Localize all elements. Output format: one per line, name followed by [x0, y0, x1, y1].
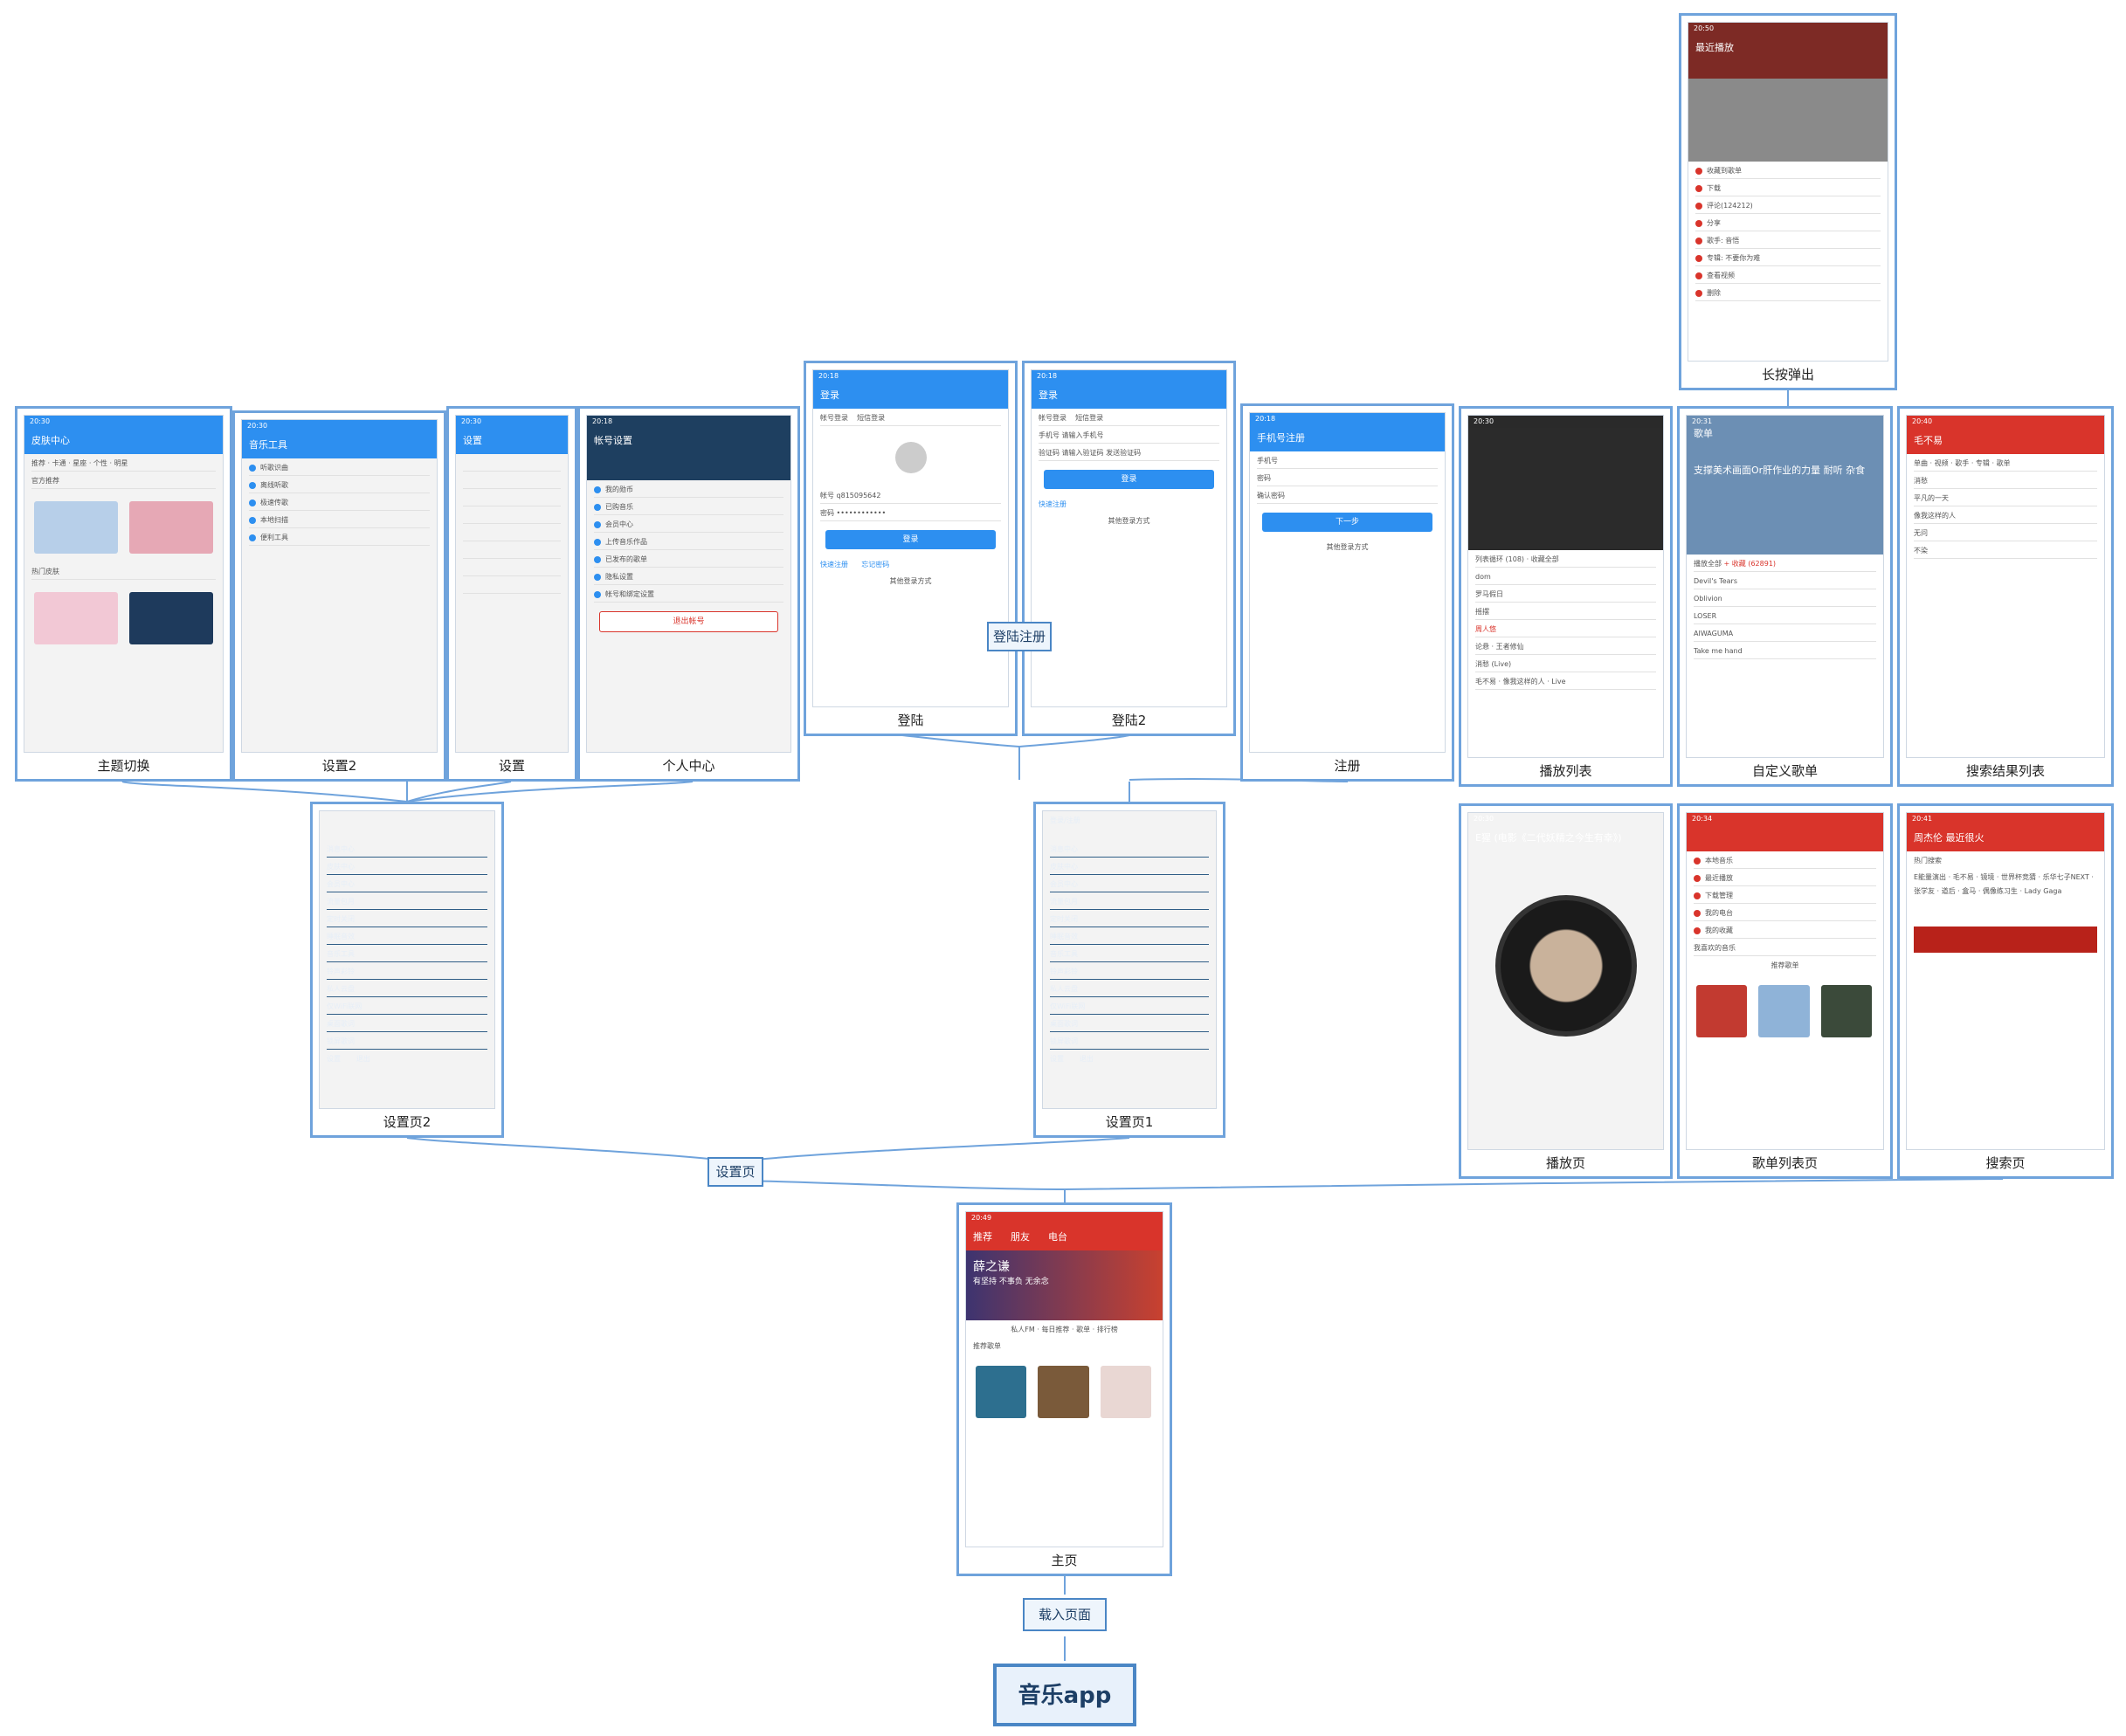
screen-home: 20:49 推荐 朋友 电台 薛之谦 有坚持 不事负 无余念 私人FM · 每日… — [956, 1202, 1172, 1576]
tools-header: 音乐工具 — [242, 432, 437, 458]
screen-playlist: 20:30 列表循环 (108) · 收藏全部 dom 罗马假日 摇摆 周人悠 … — [1459, 406, 1673, 787]
screen-settings-page1: 登录/注册 消息中心 皮肤中心 会员中心 流量包月 定时关闭 睡眠音效 音乐工具… — [1033, 802, 1225, 1138]
avatar — [894, 442, 927, 473]
caption-login2: 登陆2 — [1111, 713, 1147, 728]
screen-settings2: 20:30 音乐工具 听歌识曲 离线听歌 极速传歌 本地扫描 便利工具 设置2 — [232, 410, 446, 782]
screen-search-results: 20:40 毛不易 单曲 · 视频 · 歌手 · 专辑 · 歌单 消愁 平凡的一… — [1897, 406, 2114, 787]
node-settings: 设置页 — [708, 1157, 763, 1187]
screen-songlist: 20:34 本地音乐 最近播放 下载管理 我的电台 我的收藏 我喜欢的音乐 推荐… — [1677, 803, 1893, 1179]
ad-banner[interactable] — [1914, 927, 2097, 953]
caption-settings-page1: 设置页1 — [1105, 1114, 1154, 1130]
theme-hot: 热门皮肤 — [31, 565, 216, 581]
logout-button[interactable]: 退出帐号 — [599, 611, 778, 632]
caption-profile: 个人中心 — [662, 758, 715, 774]
skin-tile[interactable] — [33, 500, 118, 554]
screen-login2: 20:18 登录 帐号登录 短信登录 手机号 请输入手机号 验证码 请输入验证码… — [1022, 361, 1236, 736]
screen-player: 20:30 E猩 (电影《二代妖精之今生有幸》) 播放页 — [1459, 803, 1673, 1179]
login-tabs[interactable]: 帐号登录 短信登录 — [820, 411, 1001, 426]
caption-theme: 主题切换 — [97, 758, 150, 774]
caption-register: 注册 — [1334, 758, 1361, 774]
caption-search-results: 搜索结果列表 — [1965, 763, 2045, 779]
caption-player: 播放页 — [1545, 1155, 1585, 1171]
screen-register: 20:18 手机号注册 手机号 密码 确认密码 下一步 其他登录方式 注册 — [1240, 403, 1454, 782]
node-login-register: 登陆注册 — [987, 622, 1052, 651]
tool-item[interactable]: 便利工具 — [249, 531, 430, 546]
settings-header: 设置 — [456, 428, 568, 454]
caption-login: 登陆 — [897, 713, 924, 728]
screen-settings-page2: 消息中心 皮肤中心 会员中心 流量包月 定时关闭 睡眠音效 音乐工具 铃声彩铃 … — [310, 802, 504, 1138]
profile-header: 帐号设置 — [587, 428, 790, 480]
screen-login: 20:18 登录 帐号登录 短信登录 帐号 q815095642 密码 ••••… — [804, 361, 1018, 736]
screen-search: 20:41 周杰伦 最近很火 热门搜索 E能量演出 · 毛不易 · 镜境 · 世… — [1897, 803, 2114, 1179]
connector-home-settings — [735, 1180, 1066, 1190]
node-loading: 载入页面 — [1023, 1598, 1107, 1631]
caption-search: 搜索页 — [1985, 1155, 2026, 1171]
code-field[interactable]: 验证码 请输入验证码 发送验证码 — [1039, 446, 1219, 461]
screen-settings: 20:30 设置 设置 — [446, 406, 577, 782]
tool-item[interactable]: 听歌识曲 — [249, 461, 430, 476]
caption-settings2: 设置2 — [321, 758, 357, 774]
caption-songlist: 歌单列表页 — [1751, 1155, 1818, 1171]
theme-header: 皮肤中心 — [24, 428, 223, 454]
caption-home: 主页 — [1051, 1553, 1078, 1568]
connector-home-right — [1064, 1178, 2004, 1190]
screen-profile: 20:18 帐号设置 我的勋币 已购音乐 会员中心 上传音乐作品 已发布的歌单 … — [577, 406, 800, 782]
login-header: 登录 — [813, 382, 1008, 409]
tool-item[interactable]: 离线听歌 — [249, 479, 430, 493]
theme-grid[interactable] — [24, 492, 223, 562]
connector-settings-page2 — [406, 1137, 736, 1162]
caption-settings: 设置 — [498, 758, 525, 774]
password-field[interactable]: 密码 •••••••••••• — [820, 506, 1001, 521]
album-disc — [1494, 895, 1637, 1037]
search-input[interactable]: 周杰伦 最近很火 — [1907, 825, 2104, 851]
skin-tile[interactable] — [33, 591, 118, 644]
skin-tile[interactable] — [129, 591, 214, 644]
tool-item[interactable]: 极速传歌 — [249, 496, 430, 511]
theme-official: 官方推荐 — [31, 474, 216, 489]
next-button[interactable]: 下一步 — [1262, 513, 1432, 532]
home-banner[interactable]: 薛之谦 有坚持 不事负 无余念 — [966, 1250, 1163, 1320]
caption-settings-page2: 设置页2 — [383, 1114, 431, 1130]
tool-item[interactable]: 本地扫描 — [249, 513, 430, 528]
phone-field[interactable]: 手机号 请输入手机号 — [1039, 429, 1219, 444]
screen-custom-playlist: 20:31 歌单支撑美术画面Or肝作业的力量 耐听 杂食 播放全部 + 收藏 (… — [1677, 406, 1893, 787]
skin-tile[interactable] — [129, 500, 214, 554]
node-root: 音乐app — [993, 1664, 1136, 1726]
login-button[interactable]: 登录 — [825, 530, 996, 549]
account-field[interactable]: 帐号 q815095642 — [820, 489, 1001, 504]
screen-theme: 20:30 皮肤中心 推荐 · 卡通 · 星座 · 个性 · 明星 官方推荐 热… — [15, 406, 232, 782]
screen-long-press: 20:50 最近播放 收藏到歌单 下载 评论(124212) 分享 歌手: 音悟… — [1679, 13, 1897, 390]
caption-long-press: 长按弹出 — [1761, 367, 1814, 382]
theme-tabs[interactable]: 推荐 · 卡通 · 星座 · 个性 · 明星 — [31, 457, 216, 472]
connector-settings-page1 — [735, 1137, 1130, 1162]
connector-p2-theme — [121, 781, 408, 803]
caption-custom: 自定义歌单 — [1751, 763, 1818, 779]
caption-playlist: 播放列表 — [1539, 763, 1592, 779]
